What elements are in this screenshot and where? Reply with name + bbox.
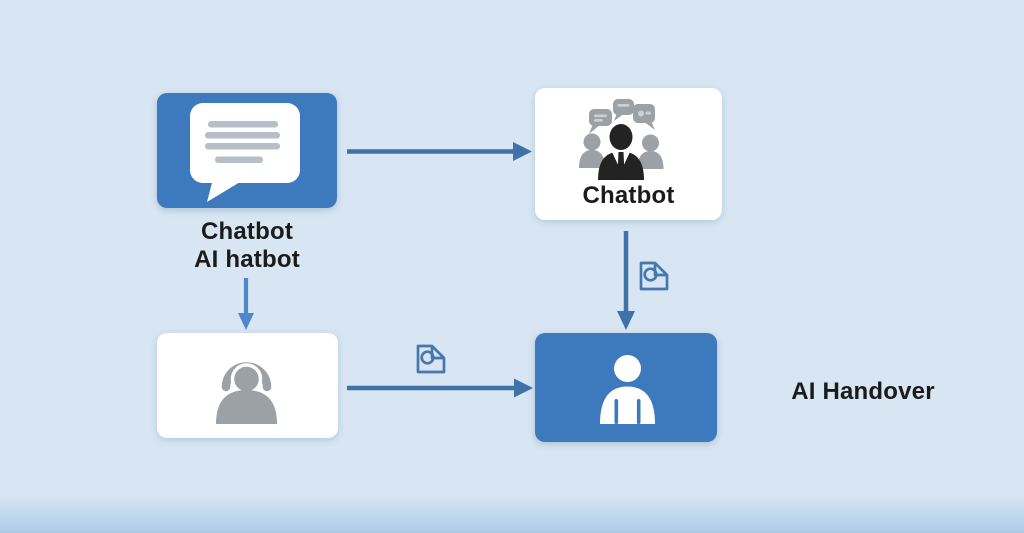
support-agent-icon	[216, 362, 277, 424]
arrow-agent-to-handover	[347, 378, 533, 398]
message-node-caption: Chatbot AI hatbot	[147, 218, 347, 274]
person-icon	[600, 355, 655, 424]
arrow-chatbot-to-handover	[617, 231, 635, 330]
caption-line-1: Chatbot	[200, 218, 294, 245]
arrow-message-to-agent	[238, 278, 254, 330]
agent-node	[157, 333, 338, 438]
chatbot-node-label: Chatbot	[582, 182, 675, 209]
handover-node	[535, 333, 717, 442]
caption-line-2: AI hatbot	[194, 246, 300, 273]
document-icon	[639, 261, 669, 291]
message-node	[157, 93, 337, 208]
document-icon	[416, 344, 446, 374]
speech-bubble-icon	[190, 103, 300, 202]
handover-label: AI Handover	[791, 378, 935, 405]
chatbot-people-icon	[579, 99, 664, 180]
arrow-message-to-chatbot	[347, 142, 532, 161]
background-bottom-band	[0, 494, 1024, 533]
chatbot-node: Chatbot	[535, 88, 722, 220]
